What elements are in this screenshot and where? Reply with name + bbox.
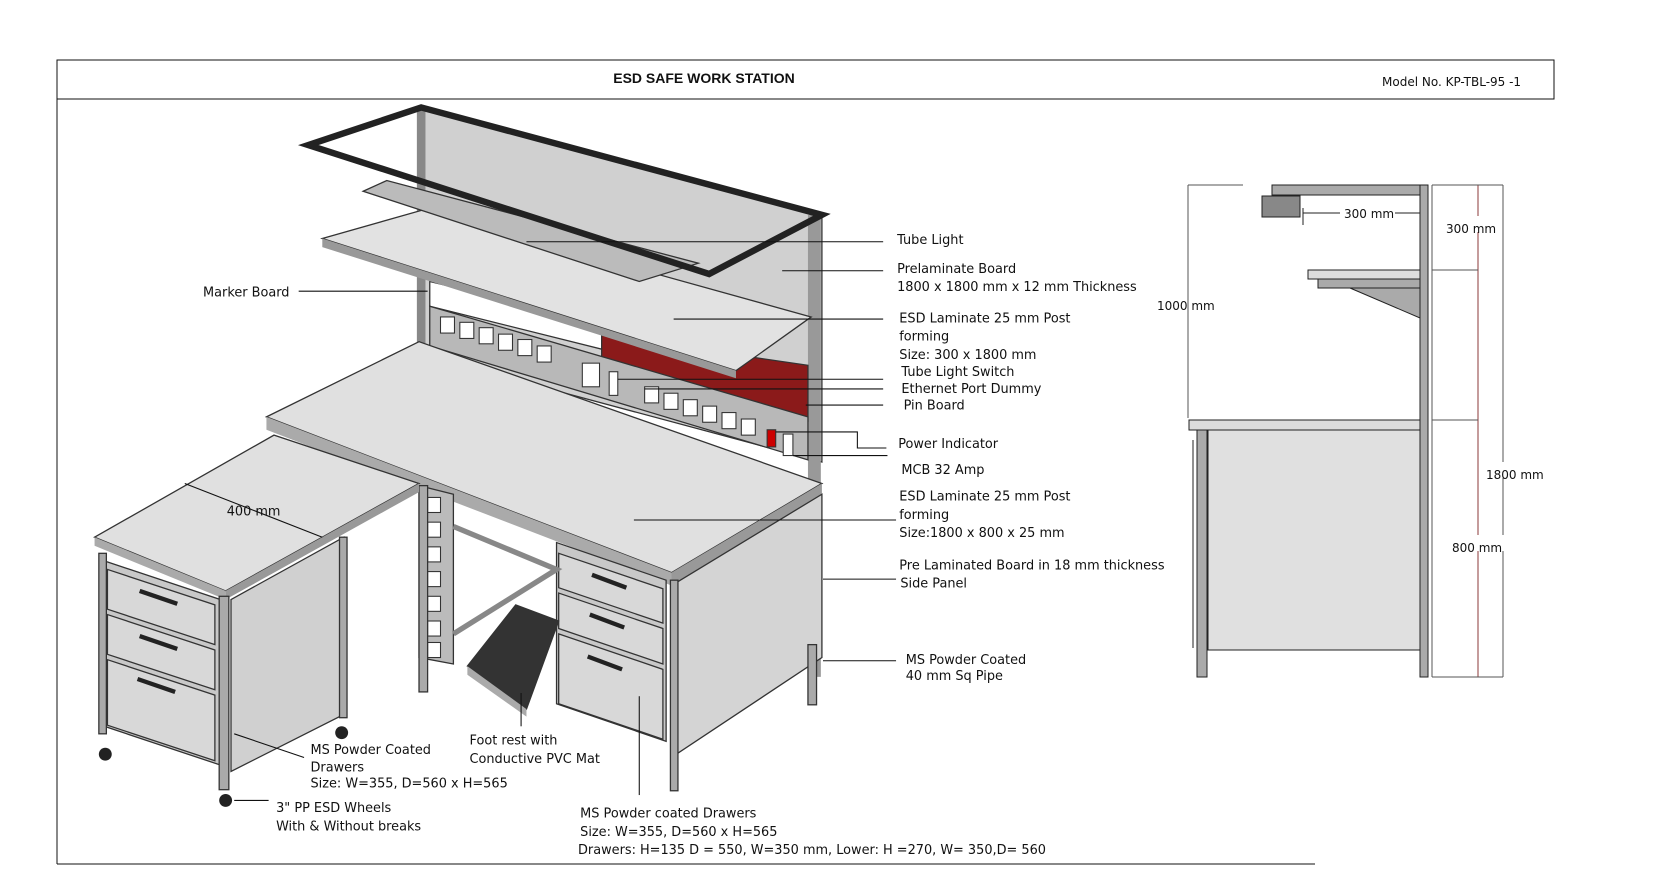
label-wheels-2: With & Without breaks [276,820,421,835]
label-power-indicator: Power Indicator [898,437,999,452]
label-right-drawers: MS Powder coated Drawers [580,807,756,822]
label-pipe-2: 40 mm Sq Pipe [906,669,1003,684]
label-wheels: 3" PP ESD Wheels [276,801,391,816]
label-footrest-2: Conductive PVC Mat [470,752,600,767]
label-left-drawers: MS Powder Coated [311,743,431,758]
sockets [439,316,794,457]
label-shelf: ESD Laminate 25 mm Post [899,311,1070,326]
label-side-panel: Pre Laminated Board in 18 mm thickness [899,558,1165,573]
dim-light-offset: 300 mm [1344,207,1394,221]
tube-light [361,179,701,283]
dim-desk-height: 800 mm [1452,541,1502,555]
foot-rest [466,604,560,711]
label-footrest: Foot rest with [470,734,558,749]
drawer [558,552,664,625]
callout-labels: Tube Light Prelaminate Board 1800 x 1800… [203,233,1165,858]
leader-lines [184,241,897,801]
label-shelf-2: forming [899,330,949,345]
label-return-width: 400 mm [227,505,281,520]
mcb [782,433,794,457]
drawer [558,592,664,665]
shelf-side [1307,269,1421,280]
label-top-size: Size:1800 x 800 x 25 mm [899,526,1064,541]
model-number: Model No. KP-TBL-95 -1 [1382,75,1521,89]
power-indicator [766,429,777,448]
title-block: ESD SAFE WORK STATION Model No. KP-TBL-9… [56,59,1555,865]
label-side-panel-2: Side Panel [900,577,967,592]
label-left-drawers-size: Size: W=355, D=560 x H=565 [311,777,508,792]
workstation-isometric: Tube Light Prelaminate Board 1800 x 1800… [93,104,1165,858]
label-tube-switch: Tube Light Switch [900,365,1014,380]
label-mcb: MCB 32 Amp [901,463,984,478]
label-pin-board: Pin Board [904,398,965,413]
cabinet-side [1207,429,1421,651]
side-elevation: 300 mm 300 mm 1000 mm 1800 mm 800 mm [1157,184,1545,678]
label-left-drawers-2: Drawers [311,760,365,775]
drawing-title: ESD SAFE WORK STATION [613,70,794,86]
dim-total-height: 1800 mm [1486,468,1544,482]
desk-top-side [1188,419,1421,431]
label-pipe: MS Powder Coated [906,653,1026,668]
label-prelaminate-size: 1800 x 1800 mm x 12 mm Thickness [897,280,1137,295]
upper-shelf [320,208,813,372]
label-top-2: forming [899,508,949,523]
label-prelaminate: Prelaminate Board [897,262,1016,277]
label-ethernet: Ethernet Port Dummy [901,382,1041,397]
wheel-icon [98,726,349,807]
label-tube-light: Tube Light [896,233,963,248]
label-shelf-size: Size: 300 x 1800 mm [899,348,1036,363]
label-marker-board: Marker Board [203,286,289,301]
tube-light-side [1261,195,1301,218]
label-right-drawers-size: Size: W=355, D=560 x H=565 [580,825,777,840]
dim-top-gap: 300 mm [1446,222,1496,236]
dim-upper-height: 1000 mm [1157,299,1215,313]
top-frame [297,104,831,278]
label-top: ESD Laminate 25 mm Post [899,490,1070,505]
label-drawer-dims: Drawers: H=135 D = 550, W=350 mm, Lower:… [578,843,1046,858]
drawer [558,632,664,741]
